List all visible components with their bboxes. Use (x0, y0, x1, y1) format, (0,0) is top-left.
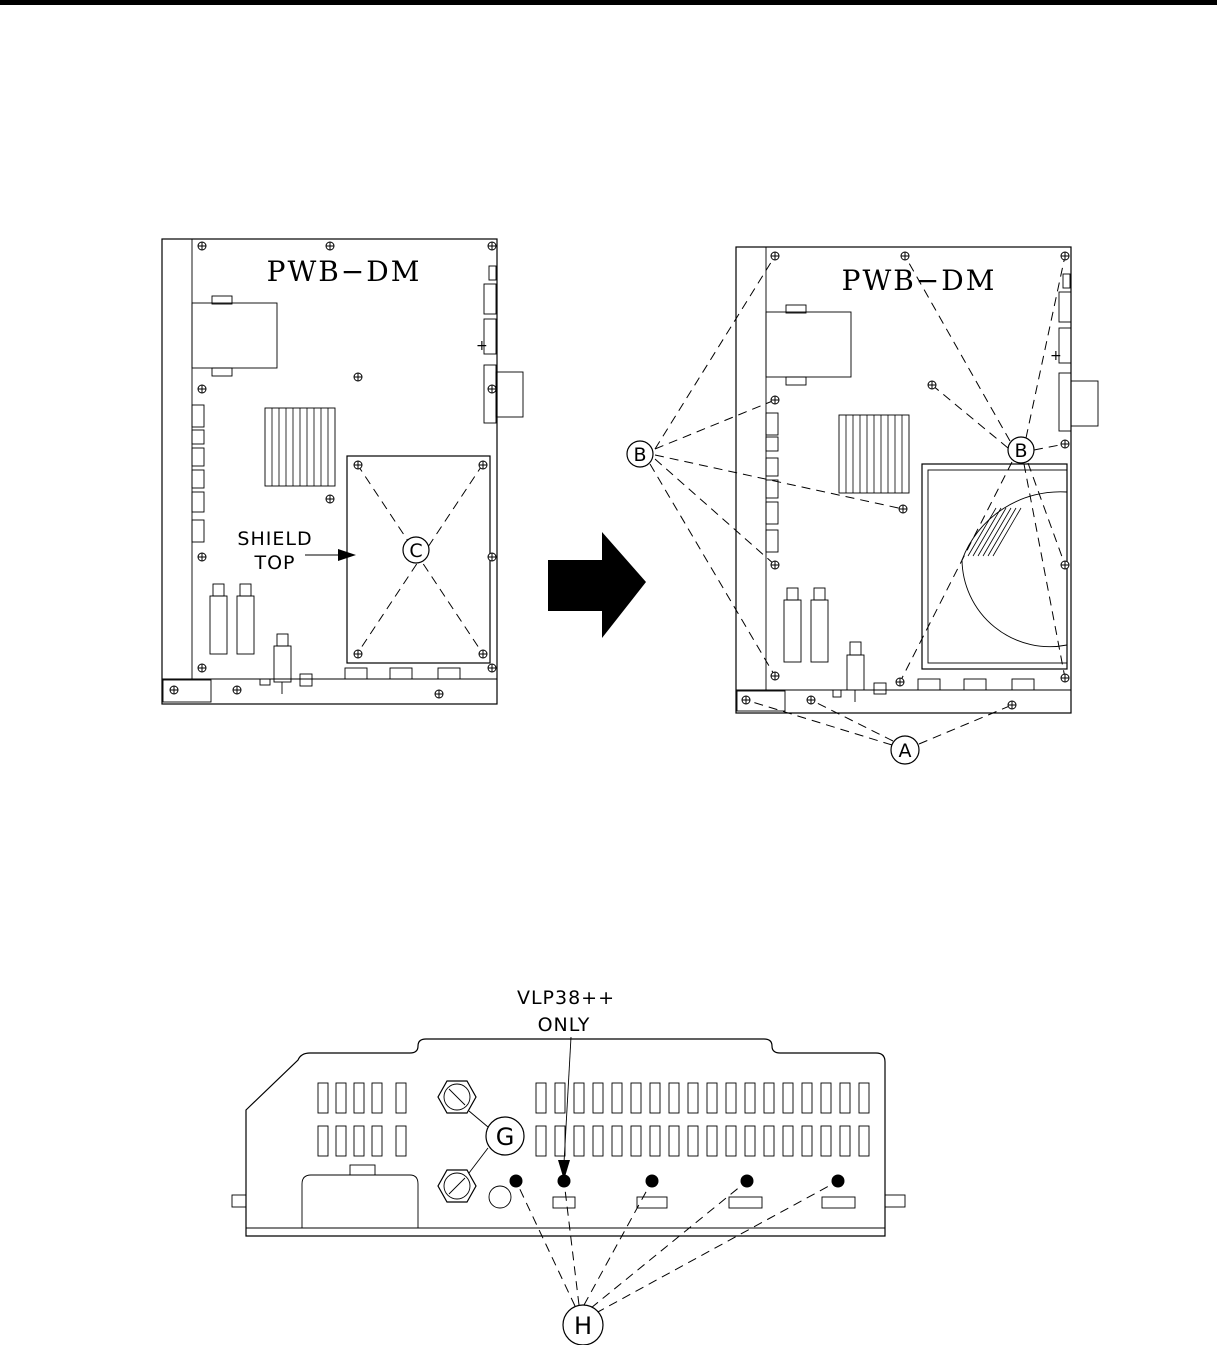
screw-icon (170, 686, 178, 694)
screw-icon (479, 650, 487, 658)
screw-icon (435, 690, 443, 698)
screw-icon (233, 686, 241, 694)
screw-icon (1061, 440, 1069, 448)
svg-text:+: + (476, 338, 488, 354)
screw-icon (326, 242, 334, 250)
screw-icon (771, 672, 779, 680)
left-board: PWB−DM + C SHIELD TOP (162, 239, 523, 704)
screw-icon (771, 252, 779, 260)
screw-icon (1008, 701, 1016, 709)
vlp-note-line2: ONLY (538, 1014, 591, 1036)
transition-arrow-icon (548, 532, 646, 638)
screw-icon (198, 553, 206, 561)
left-board-title: PWB−DM (267, 255, 422, 288)
callout-b-right-lines (900, 256, 1065, 682)
callout-h: H (574, 1312, 592, 1340)
screw-icon (354, 373, 362, 381)
screw-icon (901, 252, 909, 260)
callout-a-lines (746, 700, 1012, 745)
callout-b-right: B (1014, 440, 1027, 462)
rear-panel: VLP38++ ONLY G (232, 987, 905, 1345)
screw-icon (742, 696, 750, 704)
screw-icon (771, 396, 779, 404)
screw-icon (899, 505, 907, 513)
screw-icon (354, 650, 362, 658)
callout-g: G (496, 1123, 515, 1151)
screw-icon (807, 696, 815, 704)
screw-icon (479, 461, 487, 469)
screw-icon (354, 461, 362, 469)
callout-h-lines (516, 1181, 838, 1313)
shield-label-line2: TOP (253, 552, 295, 574)
shield-label-line1: SHIELD (237, 528, 312, 550)
screw-icon (1061, 252, 1069, 260)
callout-b-left-lines (650, 256, 903, 676)
vlp-note-line1: VLP38++ (517, 987, 615, 1009)
screw-icon (928, 381, 936, 389)
top-rule (0, 0, 1217, 5)
callout-c: C (409, 540, 422, 562)
screw-icon (488, 385, 496, 393)
right-board: PWB−DM + (627, 247, 1098, 764)
callout-b-left: B (633, 444, 646, 466)
callout-a: A (899, 740, 912, 762)
screw-icon (771, 561, 779, 569)
screw-icon (488, 664, 496, 672)
screw-icon (198, 664, 206, 672)
screw-icon (198, 242, 206, 250)
screw-icon (488, 242, 496, 250)
screw-icon (326, 495, 334, 503)
screw-icon (1061, 674, 1069, 682)
screw-icon (1061, 561, 1069, 569)
screw-icon (198, 385, 206, 393)
svg-text:+: + (1050, 348, 1062, 364)
screw-icon (896, 678, 904, 686)
screw-icon (488, 553, 496, 561)
